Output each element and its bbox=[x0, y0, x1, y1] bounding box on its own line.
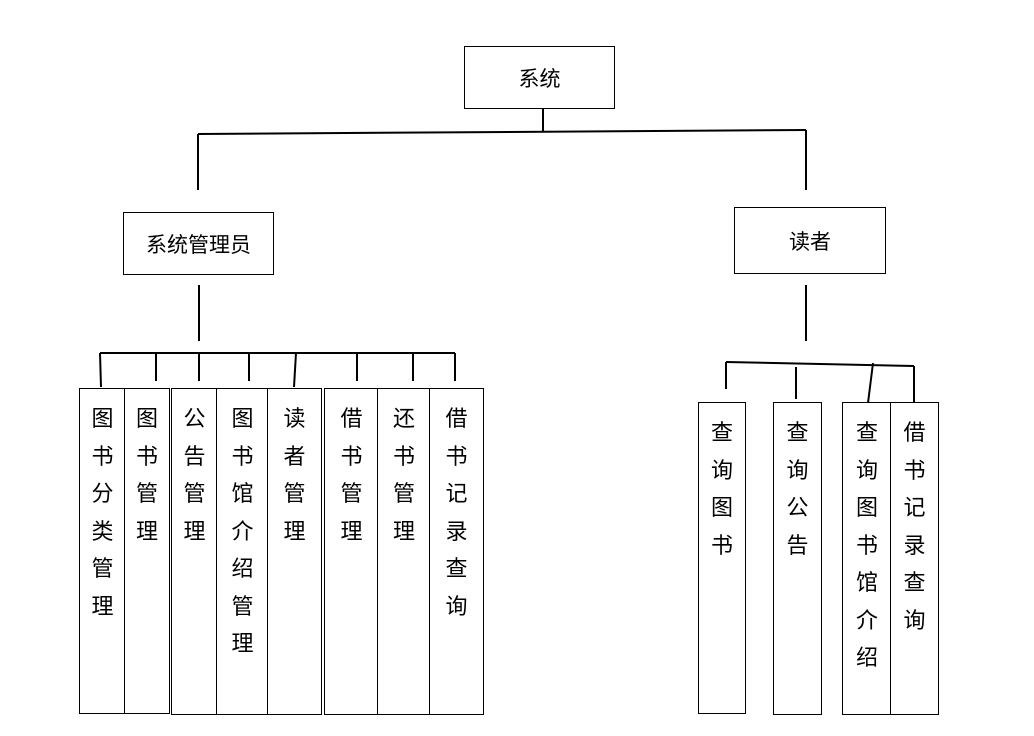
reader-node-label: 读者 bbox=[789, 229, 831, 254]
admin-node-label: 系统管理员 bbox=[146, 232, 251, 257]
reader-child-label: 查询图书 bbox=[710, 421, 733, 559]
reader-child-borrow-record-query: 借书记录查询 bbox=[890, 402, 939, 715]
admin-child-book-management: 图书管理 bbox=[124, 388, 170, 714]
admin-child-label: 借书记录查询 bbox=[445, 407, 468, 620]
admin-child-label: 公告管理 bbox=[183, 407, 206, 545]
reader-child-query-library-intro: 查询图书馆介绍 bbox=[842, 402, 892, 715]
root-node-label: 系统 bbox=[518, 66, 561, 91]
admin-child-return-management: 还书管理 bbox=[377, 388, 431, 715]
admin-child-book-category-management: 图书分类管理 bbox=[79, 388, 126, 714]
admin-node: 系统管理员 bbox=[123, 212, 274, 275]
reader-child-label: 借书记录查询 bbox=[903, 421, 926, 634]
admin-child-notice-management: 公告管理 bbox=[171, 388, 218, 715]
admin-child-label: 还书管理 bbox=[392, 407, 415, 545]
reader-child-query-books: 查询图书 bbox=[698, 402, 746, 714]
root-node: 系统 bbox=[464, 46, 615, 109]
reader-child-label: 查询图书馆介绍 bbox=[855, 421, 878, 671]
admin-child-reader-management: 读者管理 bbox=[267, 388, 322, 715]
admin-child-label: 图书馆介绍管理 bbox=[231, 407, 254, 657]
admin-child-label: 图书分类管理 bbox=[91, 407, 114, 620]
admin-child-label: 图书管理 bbox=[135, 407, 158, 545]
reader-child-query-notices: 查询公告 bbox=[773, 402, 822, 715]
admin-child-label: 借书管理 bbox=[340, 407, 363, 545]
reader-node: 读者 bbox=[734, 207, 886, 274]
admin-child-borrow-record-query: 借书记录查询 bbox=[429, 388, 484, 715]
admin-child-label: 读者管理 bbox=[283, 407, 306, 545]
admin-child-library-intro-management: 图书馆介绍管理 bbox=[216, 388, 269, 715]
admin-child-borrow-management: 借书管理 bbox=[324, 388, 379, 715]
reader-child-label: 查询公告 bbox=[786, 421, 809, 559]
